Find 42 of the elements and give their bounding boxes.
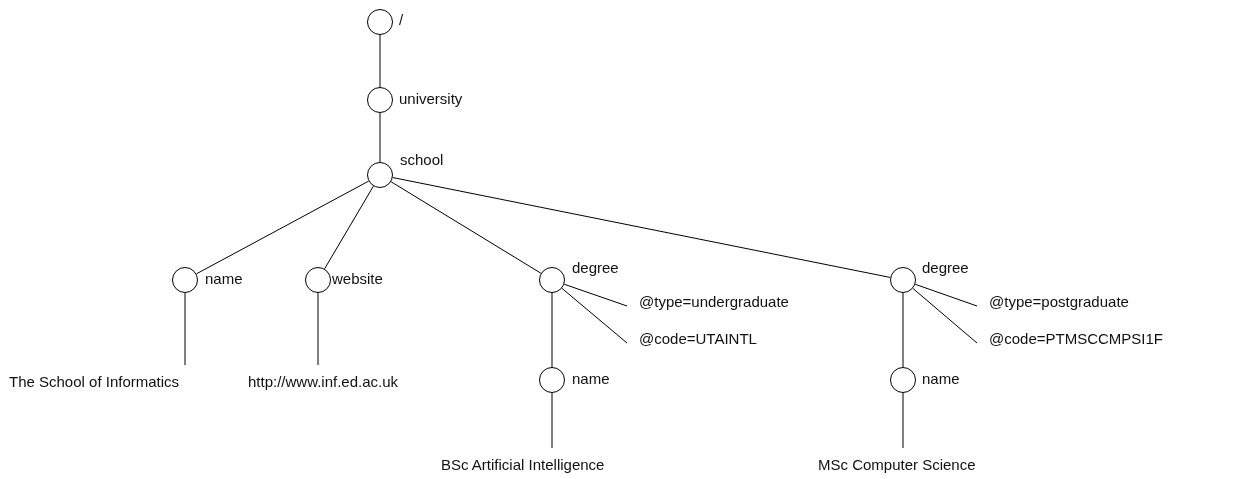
element-label: website [332,270,383,288]
tree-line [324,185,374,270]
text-value: BSc Artificial Intelligence [441,448,605,474]
element-label: school [400,151,444,169]
attribute-text: @code=PTMSCCMPSI1F [977,330,1164,348]
element-label: name [922,370,960,388]
tree-line [912,287,978,344]
tree-line [914,283,978,307]
tree-line [390,181,542,274]
tree-node-circle [172,267,198,293]
tree-node-circle [367,9,393,35]
element-label: name [572,370,610,388]
element-label: / [399,11,404,29]
tree-node-circle [539,367,565,393]
tree-node-circle [890,367,916,393]
tree-line [184,292,186,366]
text-value: The School of Informatics [9,365,180,391]
tree-line [379,112,381,163]
element-label: degree [922,259,969,277]
tree-line [551,392,553,449]
tree-node-circle [305,267,331,293]
tree-line [195,180,370,275]
tree-line [551,292,553,368]
tree-line [317,292,319,366]
tree-node-circle [367,162,393,188]
element-label: name [205,270,243,288]
text-value: MSc Computer Science [818,448,976,474]
element-label: university [399,90,463,108]
attribute-text: @type=postgraduate [977,293,1129,311]
attribute-text: @type=undergraduate [627,293,789,311]
tree-line [902,392,904,449]
tree-line [902,292,904,368]
tree-line [392,177,891,278]
tree-line [379,34,381,88]
attribute-text: @code=UTAINTL [627,330,757,348]
element-label: degree [572,259,619,277]
tree-node-circle [890,267,916,293]
tree-line [563,283,628,307]
tree-node-circle [539,267,565,293]
tree-line [561,287,628,344]
tree-node-circle [367,87,393,113]
text-value: http://www.inf.ed.ac.uk [248,365,399,391]
